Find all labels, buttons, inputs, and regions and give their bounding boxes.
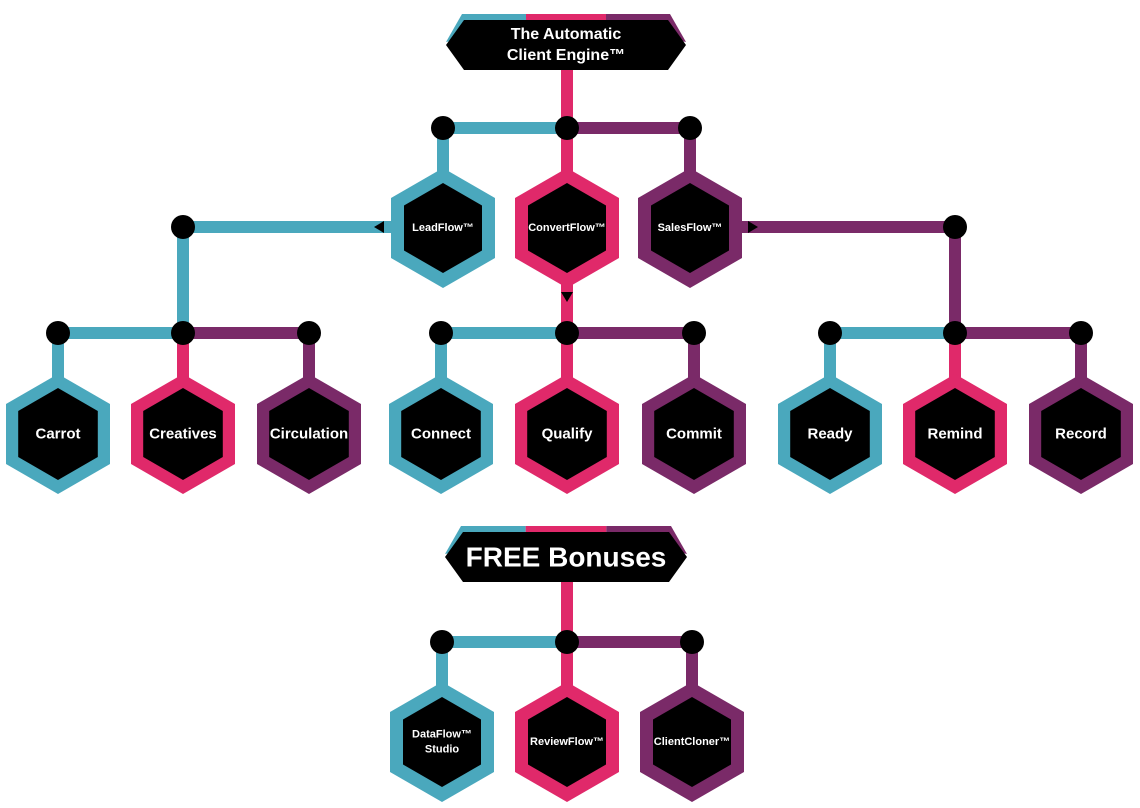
node-circulation-core — [269, 388, 349, 480]
banner-engine-title: The Automatic — [511, 26, 622, 43]
node-connect-label: Connect — [411, 426, 471, 443]
banner-engine-body — [446, 20, 686, 70]
node-leadflow: LeadFlow™ — [391, 168, 495, 288]
node-ready-label: Ready — [807, 426, 853, 443]
convertflow-link-arrow-icon — [561, 292, 573, 302]
salesflow-link-arrow-icon — [748, 221, 758, 233]
junction-dot — [555, 321, 579, 345]
node-ready: Ready — [778, 374, 882, 494]
node-commit: Commit — [642, 374, 746, 494]
node-dataflow: DataFlow™ Studio — [390, 682, 494, 802]
node-salesflow-label: SalesFlow™ — [658, 222, 723, 234]
junction-dot — [46, 321, 70, 345]
banner-bonuses-body — [445, 532, 687, 582]
node-record-label: Record — [1055, 426, 1107, 443]
node-salesflow-core — [651, 183, 729, 273]
node-remind-label: Remind — [927, 426, 982, 443]
node-qualify: Qualify — [515, 374, 619, 494]
junction-dot — [678, 116, 702, 140]
junction-dot — [943, 215, 967, 239]
junction-dot — [818, 321, 842, 345]
node-circulation-label: Circulation — [270, 426, 348, 443]
junction-dots — [46, 116, 1093, 654]
node-clientcloner-label: ClientCloner™ — [654, 736, 730, 748]
junction-dot — [680, 630, 704, 654]
junction-dot — [555, 116, 579, 140]
node-commit-core — [654, 388, 734, 480]
junction-dot — [943, 321, 967, 345]
node-circulation: Circulation — [257, 374, 361, 494]
node-ready-core — [790, 388, 870, 480]
node-commit-label: Commit — [666, 426, 722, 443]
node-record: Record — [1029, 374, 1133, 494]
node-clientcloner-core — [653, 697, 731, 787]
banner-bonuses-title: FREE Bonuses — [466, 542, 667, 573]
leadflow-branch-line — [177, 221, 395, 333]
salesflow-branch-line — [740, 221, 961, 333]
node-remind: Remind — [903, 374, 1007, 494]
junction-dot — [171, 215, 195, 239]
hexagon-nodes: LeadFlow™ ConvertFlow™ SalesFlow™ Carrot Cre… — [6, 168, 1133, 802]
node-remind-core — [915, 388, 995, 480]
node-dataflow-core — [403, 697, 481, 787]
node-qualify-core — [527, 388, 607, 480]
node-creatives-core — [143, 388, 223, 480]
node-reviewflow-label: ReviewFlow™ — [530, 736, 604, 748]
node-clientcloner: ClientCloner™ — [640, 682, 744, 802]
junction-dot — [297, 321, 321, 345]
junction-dot — [430, 630, 454, 654]
node-carrot-core — [18, 388, 98, 480]
node-reviewflow-core — [528, 697, 606, 787]
node-connect: Connect — [389, 374, 493, 494]
junction-dot — [555, 630, 579, 654]
junction-dot — [1069, 321, 1093, 345]
junction-dot — [682, 321, 706, 345]
node-convertflow-core — [528, 183, 606, 273]
node-dataflow-label: Studio — [425, 743, 459, 755]
node-carrot: Carrot — [6, 374, 110, 494]
leadflow-link-arrow-icon — [374, 221, 384, 233]
node-salesflow: SalesFlow™ — [638, 168, 742, 288]
junction-dot — [431, 116, 455, 140]
junction-dot — [171, 321, 195, 345]
junction-dot — [429, 321, 453, 345]
node-creatives-label: Creatives — [149, 426, 217, 443]
node-carrot-label: Carrot — [35, 426, 80, 443]
node-convertflow-label: ConvertFlow™ — [528, 222, 606, 234]
node-reviewflow: ReviewFlow™ — [515, 682, 619, 802]
node-connect-core — [401, 388, 481, 480]
node-record-core — [1041, 388, 1121, 480]
node-dataflow-label: DataFlow™ — [412, 729, 472, 741]
node-creatives: Creatives — [131, 374, 235, 494]
node-qualify-label: Qualify — [542, 426, 594, 443]
banner-bonuses: FREE Bonuses — [445, 526, 687, 582]
node-convertflow: ConvertFlow™ — [515, 168, 619, 288]
node-leadflow-label: LeadFlow™ — [412, 222, 474, 234]
banner-engine-title: Client Engine™ — [507, 47, 625, 64]
node-leadflow-core — [404, 183, 482, 273]
